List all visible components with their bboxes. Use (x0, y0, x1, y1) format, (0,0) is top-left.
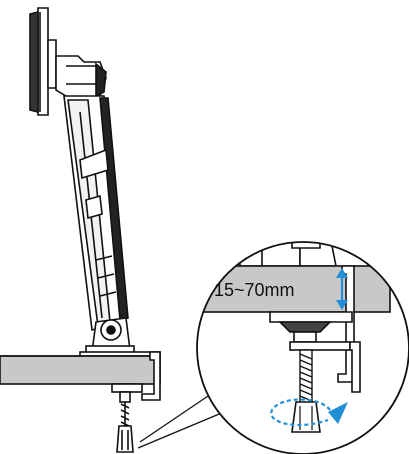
monitor-arm-icon (63, 95, 129, 332)
base-pivot-joint (79, 317, 161, 359)
double-headed-arrow-icon (336, 268, 348, 310)
rotate-clockwise-arrow-icon (270, 398, 348, 427)
monitor-side-view-icon (29, 7, 57, 116)
c-clamp-icon (111, 351, 161, 453)
clamp-knob-icon (291, 401, 321, 433)
zoom-detail-view (196, 241, 409, 454)
clamp-range-label: 15~70mm (214, 280, 295, 300)
vesa-head-joint (55, 55, 107, 99)
zoom-leader-lines (137, 391, 225, 449)
desk-surface (0, 355, 161, 385)
